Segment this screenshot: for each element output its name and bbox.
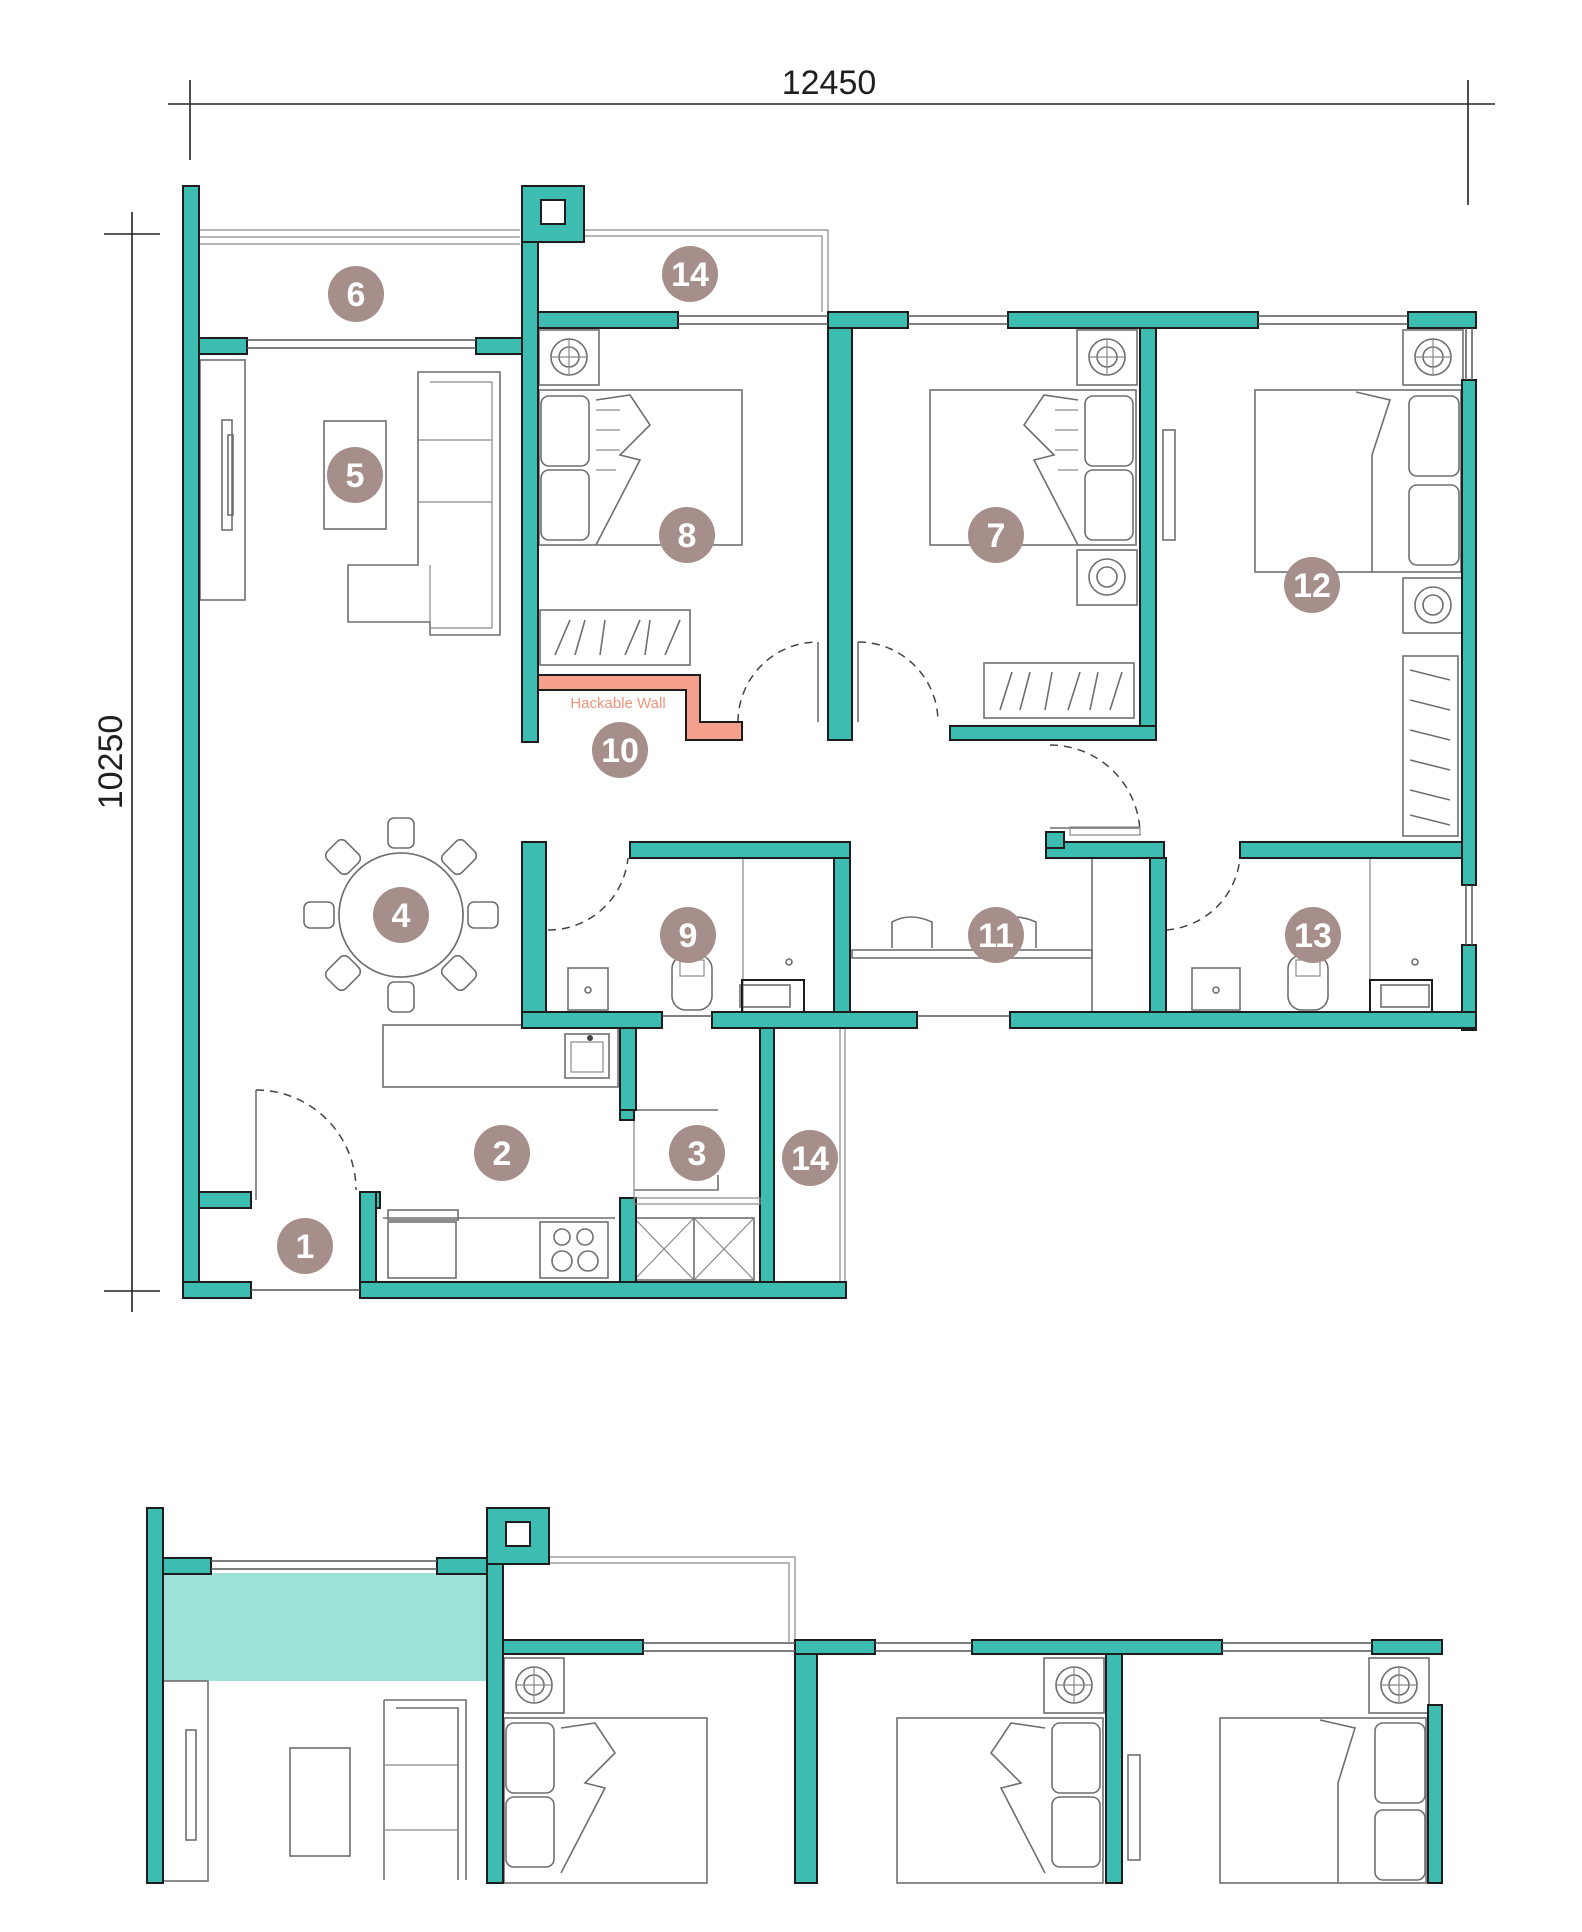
room-number: 1 xyxy=(296,1228,315,1266)
second-floor-plan xyxy=(146,1507,1443,1884)
room-marker[interactable]: 3 xyxy=(669,1125,725,1181)
width-dimension: 12450 xyxy=(168,64,1495,205)
bedroom-7-furniture xyxy=(929,329,1138,719)
balcony-rails xyxy=(198,229,829,312)
hackable-wall-label: Hackable Wall xyxy=(570,695,665,712)
room-number: 13 xyxy=(1294,917,1332,955)
room-number: 11 xyxy=(978,917,1014,955)
bedroom-8-furniture xyxy=(538,329,743,666)
room-marker[interactable]: 7 xyxy=(968,507,1024,563)
room-marker[interactable]: 14 xyxy=(782,1130,838,1186)
room-markers: 1 2 3 4 5 6 7 8 xyxy=(277,246,1341,1274)
highlighted-balcony-zone xyxy=(163,1573,487,1681)
room-marker[interactable]: 5 xyxy=(327,447,383,503)
room-number: 4 xyxy=(392,897,411,935)
main-plan-walls xyxy=(182,185,1477,1299)
door-swings xyxy=(255,641,1241,1200)
study-11-furniture xyxy=(851,858,1093,1012)
room-marker[interactable]: 13 xyxy=(1285,907,1341,963)
room-marker[interactable]: 11 xyxy=(968,907,1024,963)
room-marker[interactable]: 8 xyxy=(659,507,715,563)
room-marker[interactable]: 2 xyxy=(474,1125,530,1181)
width-dimension-label: 12450 xyxy=(782,64,877,102)
height-dimension-label: 10250 xyxy=(92,715,130,810)
living-furniture xyxy=(199,359,501,636)
room-marker[interactable]: 6 xyxy=(328,266,384,322)
room-marker[interactable]: 9 xyxy=(660,907,716,963)
room-number: 2 xyxy=(493,1135,512,1173)
room-marker[interactable]: 4 xyxy=(373,887,429,943)
room-marker[interactable]: 10 xyxy=(592,722,648,778)
room-marker[interactable]: 1 xyxy=(277,1218,333,1274)
room-number: 14 xyxy=(671,256,709,294)
hackable-wall xyxy=(537,674,743,741)
room-number: 14 xyxy=(791,1140,829,1178)
room-number: 5 xyxy=(346,457,365,495)
room-number: 10 xyxy=(601,732,639,770)
room-number: 6 xyxy=(347,276,366,314)
room-number: 9 xyxy=(679,917,698,955)
room-number: 8 xyxy=(678,517,697,555)
height-dimension: 10250 xyxy=(92,212,160,1312)
room-marker[interactable]: 14 xyxy=(662,246,718,302)
room-number: 12 xyxy=(1293,567,1331,605)
room-marker[interactable]: 12 xyxy=(1284,557,1340,613)
room-number: 7 xyxy=(987,517,1006,555)
room-number: 3 xyxy=(688,1135,707,1173)
